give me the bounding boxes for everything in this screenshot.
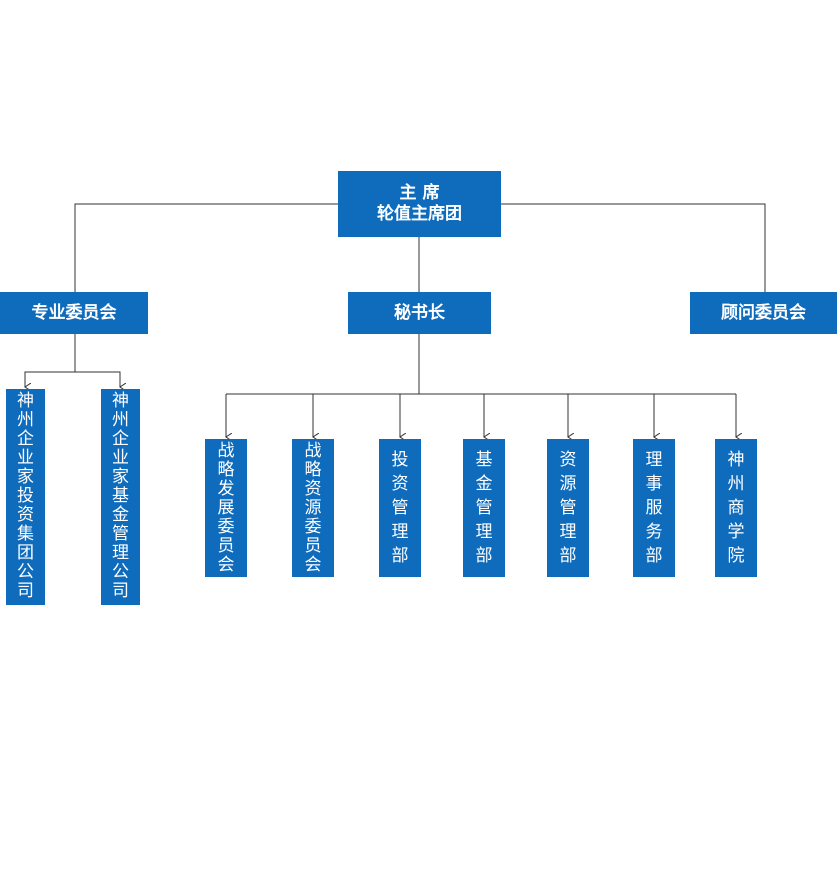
secretary-unit-box: 投资管理部: [379, 439, 421, 577]
secretary-unit-label: 理事服务部: [645, 450, 663, 566]
committee-box: 专业委员会: [0, 292, 148, 334]
secretary-unit-label: 战略发展委员会: [217, 441, 235, 575]
secretary-unit-box: 理事服务部: [633, 439, 675, 577]
advisory-box: 顾问委员会: [690, 292, 837, 334]
secretary-unit-label: 基金管理部: [475, 450, 493, 566]
secretary-label: 秘书长: [394, 302, 445, 323]
secretary-unit-label: 神州商学院: [727, 450, 745, 566]
secretary-unit-label: 战略资源委员会: [304, 441, 322, 575]
chairman-box: 主 席 轮值主席团: [338, 171, 501, 237]
committee-unit-box: 神州企业家基金管理公司: [101, 389, 140, 605]
secretary-unit-box: 基金管理部: [463, 439, 505, 577]
committee-unit-label: 神州企业家基金管理公司: [112, 391, 129, 601]
connector-chair-committee: [74, 203, 338, 292]
committee-unit-label: 神州企业家投资集团公司: [17, 391, 34, 601]
secretary-unit-label: 投资管理部: [391, 450, 409, 566]
connector-chair-advisory: [501, 203, 766, 292]
chairman-subtitle: 轮值主席团: [377, 204, 462, 224]
chairman-title: 主 席: [399, 183, 440, 203]
secretary-unit-box: 神州商学院: [715, 439, 757, 577]
secretary-unit-box: 战略资源委员会: [292, 439, 334, 577]
advisory-label: 顾问委员会: [721, 302, 806, 323]
connector-committee-right: [75, 371, 120, 387]
secretary-unit-box: 资源管理部: [547, 439, 589, 577]
connector-committee-trunk: [25, 334, 76, 387]
secretary-unit-box: 战略发展委员会: [205, 439, 247, 577]
secretary-unit-label: 资源管理部: [559, 450, 577, 566]
committee-unit-box: 神州企业家投资集团公司: [6, 389, 45, 605]
committee-label: 专业委员会: [31, 302, 117, 323]
secretary-box: 秘书长: [348, 292, 491, 334]
